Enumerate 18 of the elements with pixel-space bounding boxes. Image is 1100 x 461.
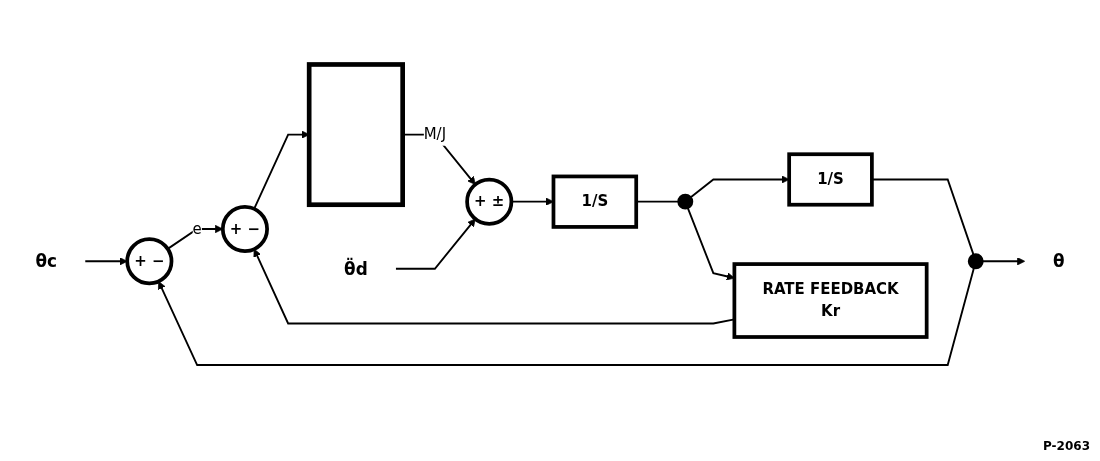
node-text: θ [1052, 251, 1065, 272]
edge-label: e [192, 219, 202, 238]
node-text: θc [35, 251, 58, 272]
node-circle [677, 193, 694, 210]
node-box: RATE FEEDBACK Kr [732, 262, 929, 340]
node-circle: + − [220, 205, 269, 254]
edge-label: M/J [423, 125, 447, 144]
node-text: θ̈d [344, 259, 368, 279]
node-circle: + − [125, 237, 174, 286]
figure-number: P-2063 [1043, 439, 1090, 453]
node-box: 1/S [551, 174, 639, 229]
arrow [158, 267, 975, 367]
arrow [394, 218, 476, 270]
node-circle [967, 253, 984, 270]
node-box: 1/S [787, 152, 874, 207]
node-box [306, 62, 405, 208]
node-circle: + ± [465, 177, 514, 226]
arrow [981, 257, 1026, 266]
